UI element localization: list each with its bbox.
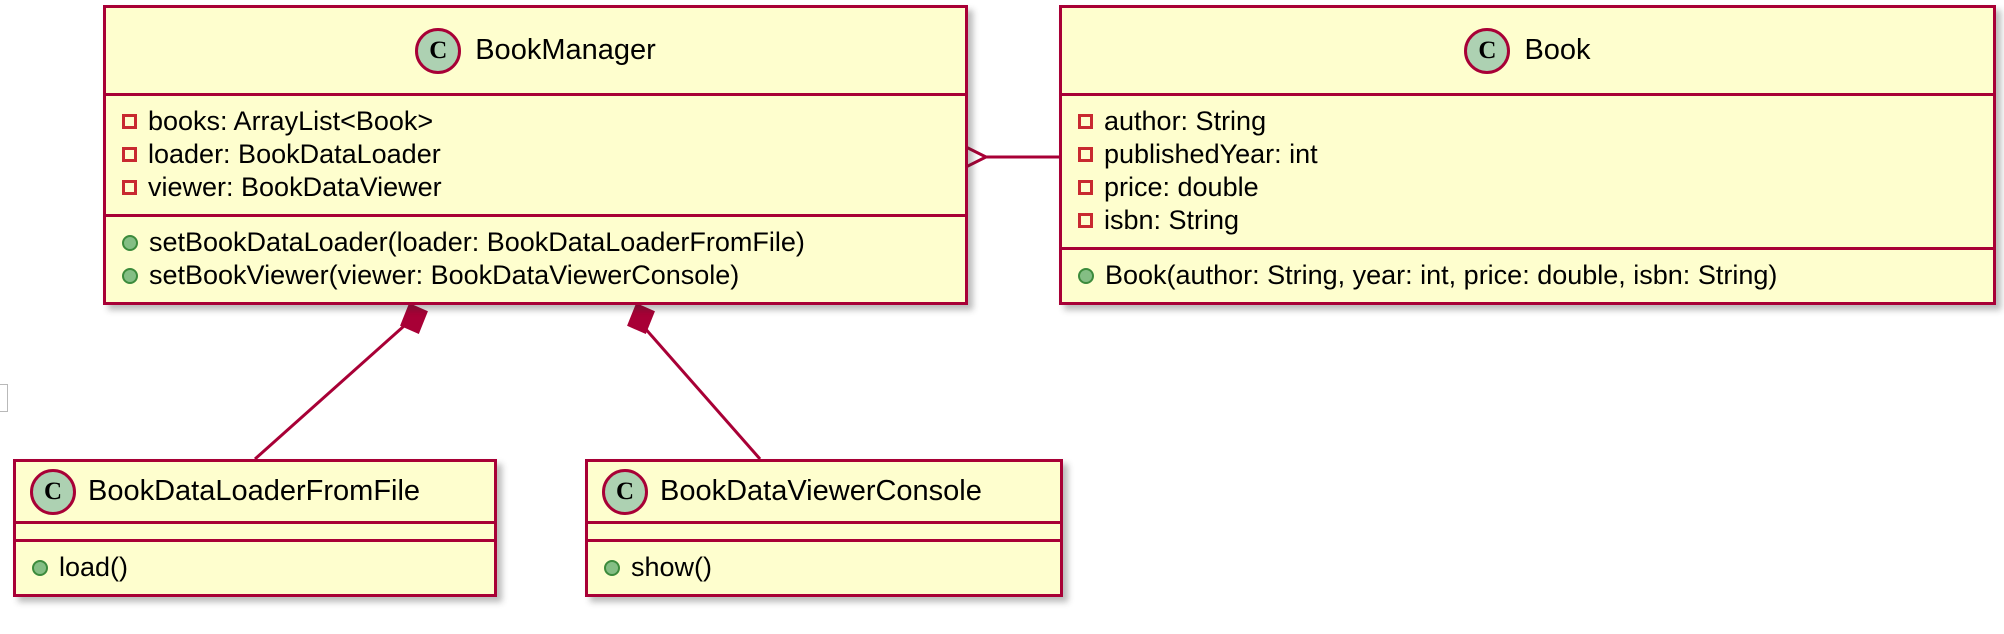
public-visibility-icon [32, 559, 48, 576]
private-visibility-icon [1078, 114, 1093, 129]
public-visibility-icon [1078, 267, 1094, 284]
attribute-row: publishedYear: int [1062, 138, 1993, 171]
method-label: setBookViewer(viewer: BookDataViewerCons… [149, 260, 740, 290]
class-header-bookmanager: C BookManager [106, 8, 965, 96]
class-box-bookmanager[interactable]: C BookManager books: ArrayList<Book> loa… [103, 5, 968, 305]
attribute-label: author: String [1104, 106, 1267, 136]
class-box-bookdataviewerconsole[interactable]: C BookDataViewerConsole show() [585, 459, 1063, 597]
attributes-compartment-bookdataviewerconsole [588, 524, 1060, 542]
attribute-label: books: ArrayList<Book> [148, 106, 434, 136]
class-badge-icon: C [602, 468, 648, 515]
attribute-row: books: ArrayList<Book> [106, 105, 965, 138]
left-gutter-artifact [0, 384, 8, 412]
private-visibility-icon [1078, 180, 1093, 195]
class-box-bookdataloaderfromfile[interactable]: C BookDataLoaderFromFile load() [13, 459, 497, 597]
class-header-bookdataloaderfromfile: C BookDataLoaderFromFile [16, 462, 494, 524]
attribute-label: viewer: BookDataViewer [148, 172, 442, 202]
methods-compartment-bookdataloaderfromfile: load() [16, 542, 494, 594]
public-visibility-icon [604, 559, 620, 576]
attributes-compartment-bookmanager: books: ArrayList<Book> loader: BookDataL… [106, 96, 965, 217]
method-row: Book(author: String, year: int, price: d… [1062, 259, 1993, 292]
private-visibility-icon [122, 180, 137, 195]
private-visibility-icon [122, 147, 137, 162]
private-visibility-icon [1078, 147, 1093, 162]
class-header-book: C Book [1062, 8, 1993, 96]
method-row: setBookDataLoader(loader: BookDataLoader… [106, 226, 965, 259]
attribute-row: price: double [1062, 171, 1993, 204]
class-badge-icon: C [30, 468, 76, 515]
composition-diamond-icon [400, 303, 428, 334]
attribute-label: loader: BookDataLoader [148, 139, 441, 169]
attribute-label: publishedYear: int [1104, 139, 1318, 169]
class-title: BookManager [475, 34, 656, 66]
method-label: load() [59, 552, 129, 582]
attribute-row: isbn: String [1062, 204, 1993, 237]
private-visibility-icon [1078, 213, 1093, 228]
attribute-row: viewer: BookDataViewer [106, 171, 965, 204]
class-box-book[interactable]: C Book author: String publishedYear: int… [1059, 5, 1996, 305]
class-badge-icon: C [1464, 27, 1511, 74]
attribute-row: loader: BookDataLoader [106, 138, 965, 171]
attributes-compartment-book: author: String publishedYear: int price:… [1062, 96, 1993, 250]
method-row: show() [588, 551, 1060, 584]
method-label: setBookDataLoader(loader: BookDataLoader… [149, 227, 805, 257]
method-label: show() [631, 552, 713, 582]
methods-compartment-bookdataviewerconsole: show() [588, 542, 1060, 594]
method-row: load() [16, 551, 494, 584]
class-header-bookdataviewerconsole: C BookDataViewerConsole [588, 462, 1060, 524]
methods-compartment-book: Book(author: String, year: int, price: d… [1062, 250, 1993, 302]
method-label: Book(author: String, year: int, price: d… [1105, 260, 1778, 290]
public-visibility-icon [122, 234, 138, 251]
method-row: setBookViewer(viewer: BookDataViewerCons… [106, 259, 965, 292]
public-visibility-icon [122, 267, 138, 284]
methods-compartment-bookmanager: setBookDataLoader(loader: BookDataLoader… [106, 217, 965, 302]
composition-diamond-icon [627, 303, 655, 334]
class-title: BookDataViewerConsole [660, 475, 982, 507]
attribute-label: price: double [1104, 172, 1259, 202]
attributes-compartment-bookdataloaderfromfile [16, 524, 494, 542]
private-visibility-icon [122, 114, 137, 129]
attribute-row: author: String [1062, 105, 1993, 138]
attribute-label: isbn: String [1104, 205, 1240, 235]
class-title: BookDataLoaderFromFile [88, 475, 421, 507]
class-title: Book [1524, 34, 1591, 66]
association-bookmanager-bookdataviewerconsole [627, 303, 762, 460]
class-badge-icon: C [415, 27, 462, 74]
association-bookmanager-bookdataloaderfromfile [254, 303, 428, 461]
